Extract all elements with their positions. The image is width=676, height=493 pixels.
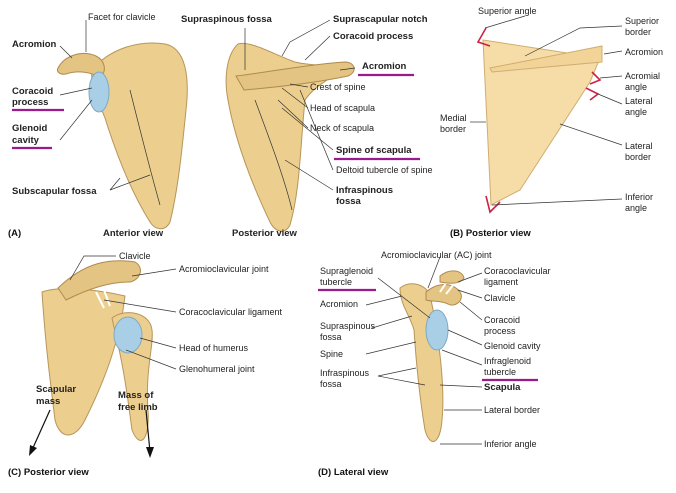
free-limb-arrow — [145, 409, 154, 458]
label-deltoid-tubercle: Deltoid tubercle of spine — [336, 165, 433, 175]
label-lateral-border: Lateral — [625, 141, 653, 151]
label-acromion-posterior: Acromion — [362, 61, 407, 72]
scapula-lateral — [399, 270, 465, 442]
label-crest-of-spine: Crest of spine — [310, 82, 366, 92]
label-infraglenoid-tubercle: Infraglenoid — [484, 356, 531, 366]
label-infraspinous-fossa: Infraspinous — [336, 185, 393, 196]
label-acromial-angle-2: angle — [625, 82, 647, 92]
label-posterior-view: Posterior view — [232, 228, 298, 239]
label-acromion-anterior: Acromion — [12, 39, 57, 50]
label-coracoid-process-d-2: process — [484, 326, 516, 336]
label-glenoid-cavity-d: Glenoid cavity — [484, 341, 541, 351]
label-supraspinous-fossa: Supraspinous fossa — [181, 14, 273, 25]
label-coracoid-process-posterior: Coracoid process — [333, 31, 413, 42]
label-neck-of-scapula: Neck of scapula — [310, 123, 374, 133]
inferior-angle-marker — [485, 195, 501, 214]
label-coracoid-process-anterior-2: process — [12, 97, 48, 108]
label-scapular-mass-2: mass — [36, 396, 60, 407]
label-lateral-border-2: border — [625, 152, 651, 162]
shoulder-posterior — [41, 260, 153, 441]
label-facet-for-clavicle: Facet for clavicle — [88, 12, 156, 22]
label-coracoclavicular-ligament-d: Coracoclavicular — [484, 266, 551, 276]
label-spine-d: Spine — [320, 349, 343, 359]
label-superior-border: Superior — [625, 16, 659, 26]
label-inferior-angle-b-2: angle — [625, 203, 647, 213]
glenoid-cavity-anterior — [88, 71, 110, 113]
label-head-of-humerus: Head of humerus — [179, 343, 249, 353]
label-inferior-angle-d: Inferior angle — [484, 439, 537, 449]
label-infraspinous-fossa-2: fossa — [336, 196, 362, 207]
superior-angle-marker — [476, 27, 491, 47]
label-infraspinous-fossa-d-2: fossa — [320, 379, 342, 389]
label-coracoid-process-d: Coracoid — [484, 315, 520, 325]
label-spine-of-scapula: Spine of scapula — [336, 145, 412, 156]
label-head-of-scapula: Head of scapula — [310, 103, 375, 113]
label-coracoid-process-anterior: Coracoid — [12, 86, 53, 97]
label-coracoclavicular-ligament-c: Coracoclavicular ligament — [179, 307, 283, 317]
label-glenoid-cavity-anterior-2: cavity — [12, 135, 40, 146]
anterior-scapula — [57, 42, 188, 230]
label-supraspinous-fossa-d-2: fossa — [320, 332, 342, 342]
caption-a: (A) — [8, 228, 21, 239]
label-mass-of-free-limb-2: free limb — [118, 402, 158, 413]
label-clavicle-c: Clavicle — [119, 251, 151, 261]
label-lateral-angle-2: angle — [625, 107, 647, 117]
scapula-schematic — [476, 27, 603, 214]
label-supraglenoid-tubercle-2: tubercle — [320, 277, 352, 287]
label-clavicle-d: Clavicle — [484, 293, 516, 303]
label-glenohumeral-joint: Glenohumeral joint — [179, 364, 255, 374]
label-scapular-mass: Scapular — [36, 384, 76, 395]
acromial-angle-marker — [589, 71, 602, 85]
label-ac-joint-d: Acromioclavicular (AC) joint — [381, 250, 492, 260]
label-supraglenoid-tubercle: Supraglenoid — [320, 266, 373, 276]
posterior-scapula — [225, 42, 355, 232]
scapular-mass-arrow — [29, 409, 51, 456]
caption-c: (C) Posterior view — [8, 467, 89, 478]
label-acromion-d: Acromion — [320, 299, 358, 309]
label-lateral-angle: Lateral — [625, 96, 653, 106]
label-anterior-view: Anterior view — [103, 228, 164, 239]
label-infraspinous-fossa-d: Infraspinous — [320, 368, 370, 378]
label-acromion-b: Acromion — [625, 47, 663, 57]
label-coracoclavicular-ligament-d-2: ligament — [484, 277, 519, 287]
label-mass-of-free-limb: Mass of — [118, 390, 154, 401]
label-glenoid-cavity-anterior: Glenoid — [12, 123, 48, 134]
label-acromial-angle: Acromial — [625, 71, 660, 81]
label-lateral-border-d: Lateral border — [484, 405, 540, 415]
label-infraglenoid-tubercle-2: tubercle — [484, 367, 516, 377]
label-superior-angle: Superior angle — [478, 6, 537, 16]
label-medial-border-2: border — [440, 124, 466, 134]
glenoid-cavity-lateral — [425, 309, 449, 351]
label-suprascapular-notch: Suprascapular notch — [333, 14, 428, 25]
head-of-humerus-c — [113, 316, 143, 354]
label-ac-joint-c: Acromioclavicular joint — [179, 264, 269, 274]
label-inferior-angle-b: Inferior — [625, 192, 653, 202]
label-superior-border-2: border — [625, 27, 651, 37]
caption-b: (B) Posterior view — [450, 228, 531, 239]
label-supraspinous-fossa-d: Supraspinous — [320, 321, 376, 331]
lateral-angle-marker — [585, 87, 600, 101]
caption-d: (D) Lateral view — [318, 467, 389, 478]
label-subscapular-fossa: Subscapular fossa — [12, 186, 97, 197]
label-medial-border: Medial — [440, 113, 467, 123]
label-scapula-d: Scapula — [484, 382, 521, 393]
